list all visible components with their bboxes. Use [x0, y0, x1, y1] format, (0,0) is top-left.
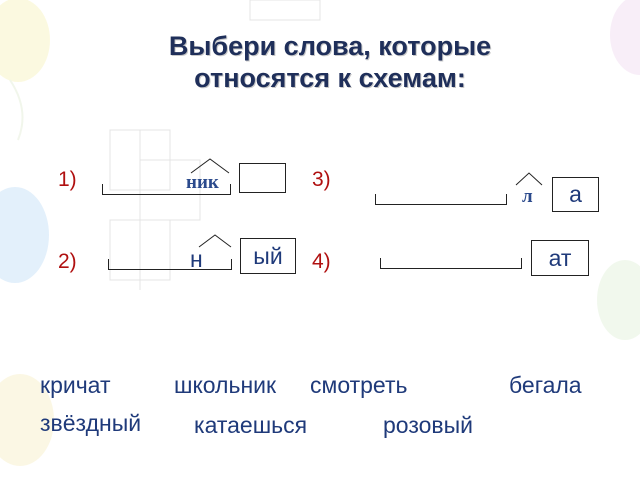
balloon-top-right [610, 0, 640, 75]
scheme-1-root-mark [102, 184, 231, 195]
scheme-3-root-mark [375, 194, 507, 205]
scheme-4-ending-box: ат [531, 240, 589, 276]
scheme-2-suffix-label: н [190, 246, 203, 272]
balloon-right-green [597, 260, 640, 340]
scheme-1-number: 1) [58, 168, 77, 191]
scheme-3-suffix-label: л [522, 186, 533, 207]
word-option: звёздный [40, 410, 142, 436]
balloon-top-left [0, 0, 50, 141]
scheme-2-suffix-mark [198, 234, 232, 248]
scheme-2-ending-box: ый [240, 238, 296, 274]
title-line-2: относятся к схемам: [194, 63, 466, 93]
scheme-4-root-mark [380, 258, 522, 269]
word-option: кричат [40, 372, 111, 398]
scheme-3-suffix-mark [515, 172, 543, 186]
balloon-left-blue [0, 187, 49, 283]
grid-decoration [109, 0, 321, 290]
word-option: катаешься [194, 412, 308, 438]
scheme-3-ending-box: а [552, 177, 599, 212]
scheme-1-suffix-label: ник [186, 172, 219, 193]
scheme-4-number: 4) [312, 250, 331, 273]
balloon-bottom-left [0, 374, 54, 466]
word-option: бегала [509, 372, 582, 398]
page-title: Выбери слова, которые относятся к схемам… [0, 30, 640, 94]
word-option: смотреть [310, 372, 408, 398]
word-option: розовый [383, 412, 474, 438]
scheme-2-root-mark [108, 259, 232, 270]
word-option: школьник [174, 372, 277, 398]
scheme-1-ending-box [239, 163, 286, 193]
scheme-3-number: 3) [312, 168, 331, 191]
scheme-1-suffix-mark [190, 158, 230, 174]
title-line-1: Выбери слова, которые [168, 31, 492, 61]
scheme-2-number: 2) [58, 250, 77, 273]
